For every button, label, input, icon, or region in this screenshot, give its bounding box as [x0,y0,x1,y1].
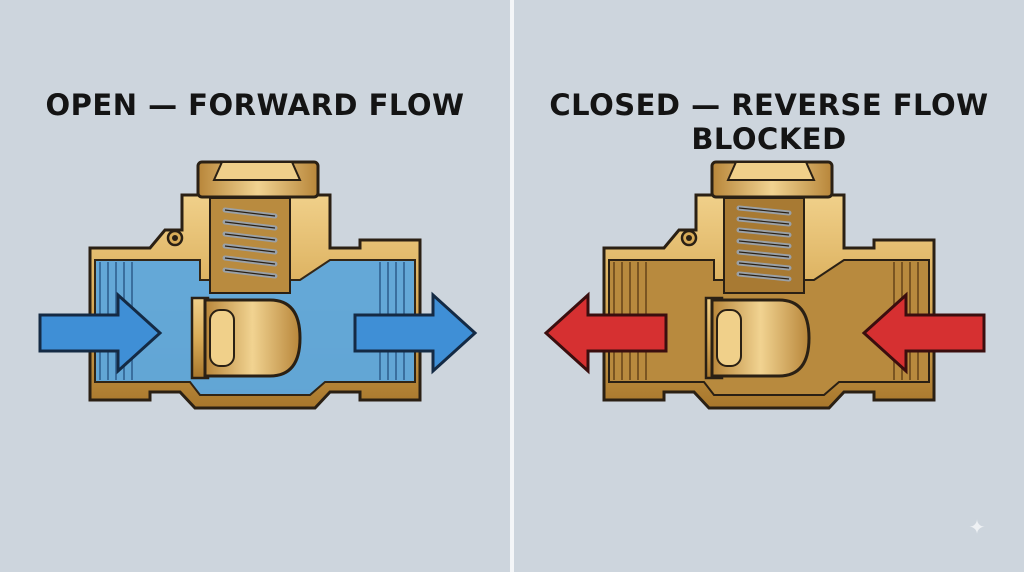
arrow-forward-in [38,291,163,375]
title-closed: CLOSED — REVERSE FLOW BLOCKED [549,88,989,156]
sparkle-icon: ✦ [968,515,986,539]
valve-closed-diagram [543,160,986,410]
panel-closed: CLOSED — REVERSE FLOW BLOCKED [514,0,1024,572]
arrow-reverse-in [861,291,986,375]
panel-divider [510,0,514,572]
arrow-forward-out [353,291,478,375]
panel-open: OPEN — FORWARD FLOW [0,0,510,572]
valve-open-diagram [38,160,478,410]
arrow-reverse-out [543,291,668,375]
title-open: OPEN — FORWARD FLOW [45,88,465,122]
